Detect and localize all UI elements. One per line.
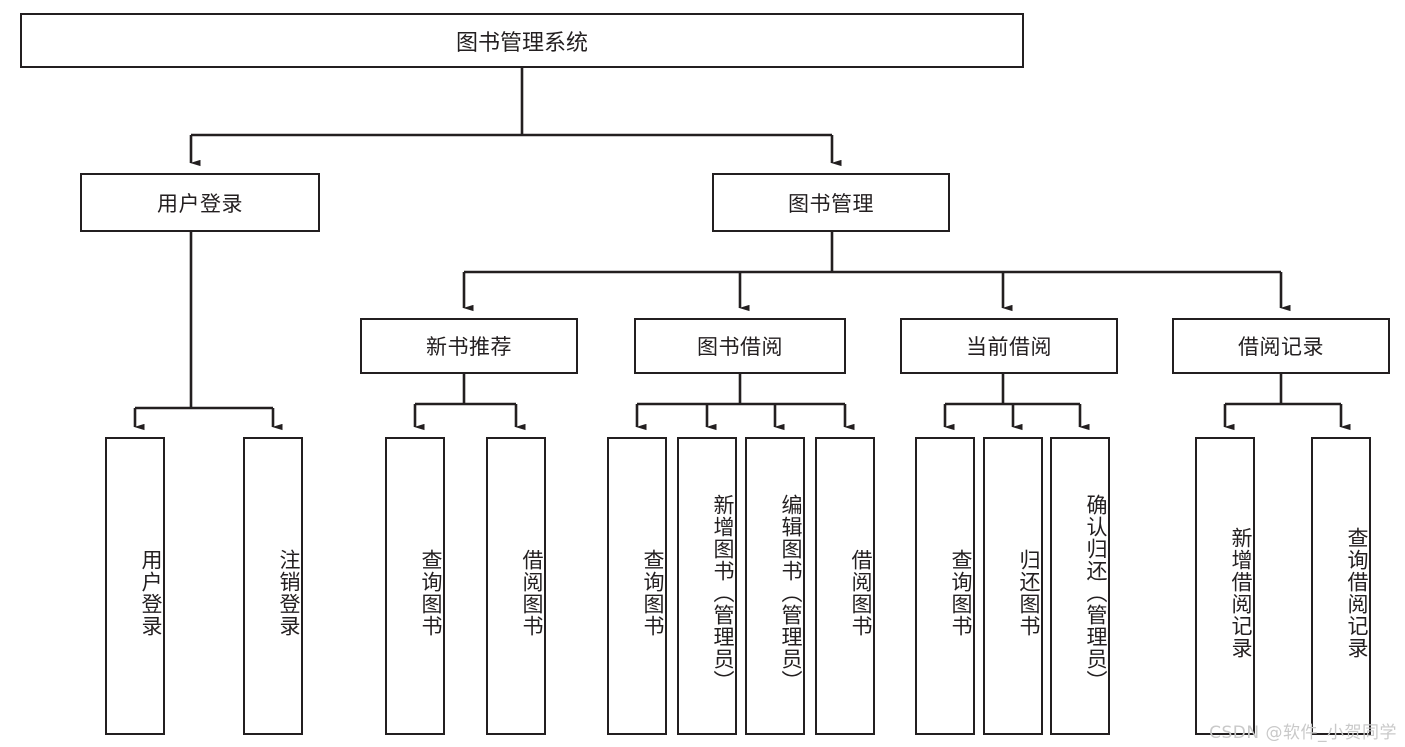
node-label: 查询图书	[641, 549, 665, 637]
node-current-borrow[interactable]: 当前借阅	[900, 318, 1118, 374]
node-label: 新增图书（管理员）	[711, 494, 735, 692]
node-borrow-record[interactable]: 借阅记录	[1172, 318, 1390, 374]
leaf-borrow-edit-book-admin[interactable]: 编辑图书（管理员）	[745, 437, 805, 735]
leaf-current-return-book[interactable]: 归还图书	[983, 437, 1043, 735]
node-book-management[interactable]: 图书管理	[712, 173, 950, 232]
leaf-borrow-query-book[interactable]: 查询图书	[607, 437, 667, 735]
node-label: 当前借阅	[966, 335, 1052, 359]
node-label: 借阅记录	[1238, 335, 1324, 359]
node-label: 查询借阅记录	[1345, 527, 1369, 659]
leaf-current-confirm-return-admin[interactable]: 确认归还（管理员）	[1050, 437, 1110, 735]
node-book-borrow[interactable]: 图书借阅	[634, 318, 846, 374]
node-label: 新书推荐	[426, 335, 512, 359]
node-root-system[interactable]: 图书管理系统	[20, 13, 1024, 68]
leaf-recommend-borrow-book[interactable]: 借阅图书	[486, 437, 546, 735]
node-user-login[interactable]: 用户登录	[80, 173, 320, 232]
node-label: 查询图书	[949, 549, 973, 637]
node-label: 借阅图书	[520, 549, 544, 637]
node-label: 图书管理	[788, 191, 874, 216]
node-label: 用户登录	[139, 549, 163, 637]
leaf-borrow-borrow-book[interactable]: 借阅图书	[815, 437, 875, 735]
leaf-record-add-record[interactable]: 新增借阅记录	[1195, 437, 1255, 735]
node-label: 确认归还（管理员）	[1084, 494, 1108, 692]
leaf-recommend-query-book[interactable]: 查询图书	[385, 437, 445, 735]
node-label: 新增借阅记录	[1229, 527, 1253, 659]
leaf-record-query-record[interactable]: 查询借阅记录	[1311, 437, 1371, 735]
node-new-book-recommend[interactable]: 新书推荐	[360, 318, 578, 374]
node-label: 注销登录	[277, 549, 301, 637]
watermark-text: CSDN @软件_小贺同学	[1209, 723, 1397, 743]
leaf-user-login-logout[interactable]: 注销登录	[243, 437, 303, 735]
leaf-borrow-add-book-admin[interactable]: 新增图书（管理员）	[677, 437, 737, 735]
leaf-current-query-book[interactable]: 查询图书	[915, 437, 975, 735]
leaf-user-login-login[interactable]: 用户登录	[105, 437, 165, 735]
node-label: 编辑图书（管理员）	[779, 494, 803, 692]
node-label: 归还图书	[1017, 549, 1041, 637]
node-label: 图书管理系统	[455, 30, 588, 56]
node-label: 查询图书	[419, 549, 443, 637]
node-label: 图书借阅	[697, 335, 783, 359]
node-label: 用户登录	[157, 191, 243, 216]
node-label: 借阅图书	[849, 549, 873, 637]
